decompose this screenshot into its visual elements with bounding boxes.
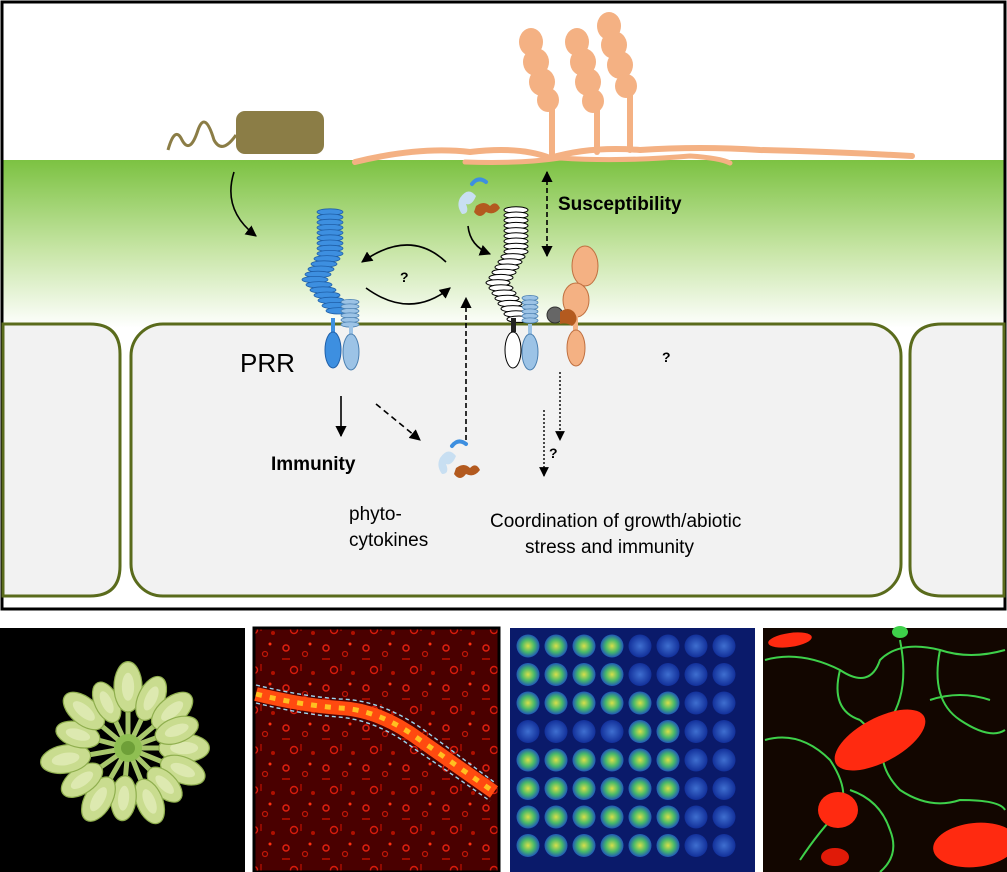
fungus-icon xyxy=(352,12,915,166)
green-red-confocal-photo xyxy=(763,626,1007,872)
crosstalk-arrow-bottom xyxy=(365,287,451,305)
right-cell xyxy=(908,322,1006,598)
red-fluorescence-photo xyxy=(252,626,501,872)
prr-receptor-icon xyxy=(301,208,360,371)
crosstalk-arrow-top xyxy=(361,244,447,263)
rosette-photo xyxy=(0,628,245,872)
phytocytokines-label-line2: cytokines xyxy=(349,530,428,551)
crosstalk-question-mark: ? xyxy=(400,269,409,285)
luminescence-plate-photo xyxy=(510,628,755,872)
confocal-cells-icon xyxy=(764,626,1007,872)
peptide-ligand-icon-lower xyxy=(438,439,480,478)
diagram-panel: PRR Immunity Susceptibility phyto- cytok… xyxy=(0,0,1007,611)
signal-question-mark: ? xyxy=(549,445,558,461)
prr-label: PRR xyxy=(240,348,295,378)
receptor-complex-icon xyxy=(485,206,599,371)
cytoplasm-question-mark: ? xyxy=(662,349,671,365)
bacterium-icon xyxy=(166,111,324,154)
immunity-label: Immunity xyxy=(271,454,356,475)
bacteria-to-prr-arrow xyxy=(230,171,257,237)
susceptibility-label: Susceptibility xyxy=(558,194,682,215)
arabidopsis-rosette-icon xyxy=(40,660,210,825)
coordination-label-line2: stress and immunity xyxy=(525,537,694,558)
phytocytokines-label-line1: phyto- xyxy=(349,504,402,525)
peptide-ligand-icon xyxy=(458,177,500,216)
well-plate-icon xyxy=(516,634,736,857)
left-cell xyxy=(1,322,122,598)
ligand-binding-arrow xyxy=(467,225,492,256)
coordination-label-line1: Coordination of growth/abiotic xyxy=(490,511,741,532)
